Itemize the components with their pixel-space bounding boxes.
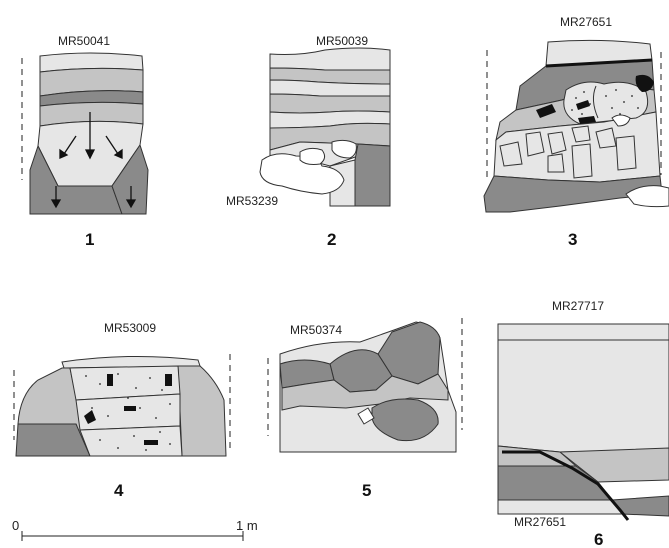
section-6-label-lower: MR27651 xyxy=(514,515,566,529)
scale-bar-end-label: 1 m xyxy=(236,518,258,533)
section-2-label-lower: MR53239 xyxy=(226,194,278,208)
section-3-label: MR27651 xyxy=(560,15,612,29)
section-4-inclusion-5 xyxy=(144,440,158,445)
section-1-number: 1 xyxy=(85,230,94,249)
section-4-label: MR53009 xyxy=(104,321,156,335)
section-6-number: 6 xyxy=(594,530,603,548)
section-6-label: MR27717 xyxy=(552,299,604,313)
section-1: MR50041 1 xyxy=(22,34,148,249)
section-5-number: 5 xyxy=(362,481,371,500)
scale-bar: 0 1 m xyxy=(12,518,258,541)
section-1-label: MR50041 xyxy=(58,34,110,48)
section-2-layer-4 xyxy=(270,94,390,113)
section-4-inclusion-2 xyxy=(165,374,172,386)
section-4-fill-lower xyxy=(80,426,182,456)
section-5: MR50374 5 xyxy=(268,318,462,500)
section-2-label: MR50039 xyxy=(316,34,368,48)
section-3-number: 3 xyxy=(568,230,577,249)
scale-bar-start-label: 0 xyxy=(12,518,19,533)
section-3-dotted-cluster xyxy=(564,82,648,124)
section-4-right-wedge xyxy=(178,366,226,456)
section-4-number: 4 xyxy=(114,481,124,500)
section-5-label: MR50374 xyxy=(290,323,342,337)
section-6-layer-top xyxy=(498,324,669,340)
section-4-inclusion-4 xyxy=(124,406,136,411)
section-6-fill xyxy=(498,340,669,452)
section-3: MR27651 3 xyxy=(484,15,669,249)
section-6-layer-4 xyxy=(498,500,622,514)
section-2-stone-small xyxy=(300,148,325,164)
section-2-layer-top xyxy=(270,48,390,70)
section-4: MR53009 4 xyxy=(14,321,230,500)
section-2-dark-block xyxy=(355,144,390,206)
section-4-inclusion-1 xyxy=(107,374,113,386)
section-2-number: 2 xyxy=(327,230,336,249)
section-2: MR50039 MR53239 2 xyxy=(226,34,390,249)
section-6: MR27717 MR27651 6 xyxy=(498,299,669,548)
